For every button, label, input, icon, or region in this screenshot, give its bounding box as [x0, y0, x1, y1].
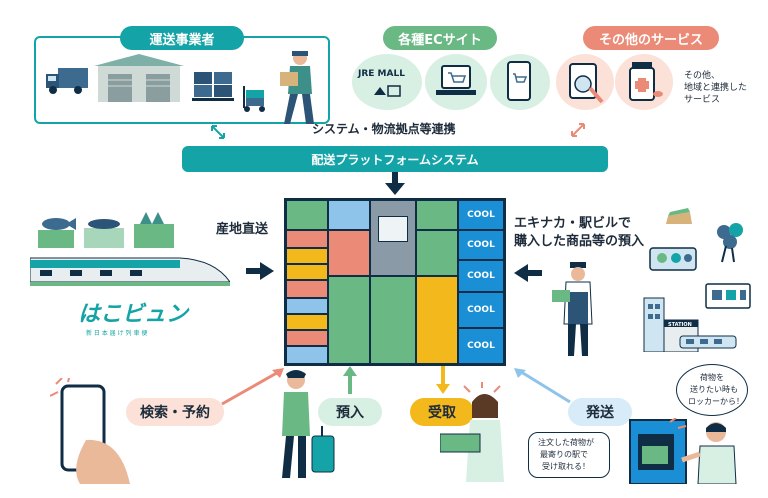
locker-cell[interactable] [286, 280, 328, 298]
shop-counter-icon [704, 282, 752, 314]
cool-cell[interactable]: COOL [458, 200, 504, 230]
locker-cell[interactable] [286, 200, 328, 230]
link-arrow-left-icon [210, 124, 226, 144]
locker-cell[interactable] [286, 346, 328, 364]
hakobyun-logo: はこビュン [78, 302, 189, 327]
cool-cell[interactable]: COOL [458, 328, 504, 364]
locker-cell[interactable] [286, 298, 328, 314]
receive-note-line1: 注文した荷物が [538, 438, 594, 447]
locker-cell[interactable] [328, 276, 370, 364]
left-arrow-icon [514, 264, 542, 286]
ec-sites-label: 各種ECサイト [383, 26, 497, 50]
right-arrow-icon [246, 262, 274, 284]
send-note-line2: 送りたい時も [690, 385, 738, 394]
cool-cell[interactable]: COOL [458, 260, 504, 292]
customer-label: お客さま [360, 467, 416, 483]
locker-cell[interactable] [416, 276, 458, 364]
locker-cell[interactable] [328, 200, 370, 230]
send-label[interactable]: 発送 [568, 398, 632, 426]
locker-cell[interactable] [286, 230, 328, 248]
fish-produce-icon [30, 206, 180, 256]
locker-cell[interactable] [286, 264, 328, 280]
ec-circle-jremall [352, 54, 422, 110]
direct-from-origin-label: 産地直送 [216, 222, 269, 237]
truck-icon [44, 66, 90, 96]
carriers-label: 運送事業者 [120, 26, 244, 50]
station-sign: STATION [668, 322, 692, 328]
other-services-note-2: 地域と連携した [684, 83, 748, 93]
phone-cart-icon [506, 60, 532, 106]
link-arrow-right-icon [570, 122, 586, 142]
locker-cell[interactable] [286, 248, 328, 264]
medicine-icon [626, 60, 664, 108]
station-label-line2: 購入した商品等の預入 [514, 234, 645, 249]
down-arrow-icon [385, 172, 405, 200]
other-services-note-3: サービス [684, 95, 721, 105]
delivery-worker-icon [276, 50, 320, 128]
receive-label[interactable]: 受取 [410, 398, 474, 426]
search-reserve-label[interactable]: 検索・予約 [126, 398, 224, 426]
smartphone-hand-icon [49, 373, 132, 484]
locker-cell[interactable] [328, 230, 370, 276]
shinkansen-icon [29, 252, 231, 288]
locker-cell[interactable] [286, 314, 328, 330]
warehouse-icon [94, 52, 184, 102]
linkage-label: システム・物流拠点等連携 [312, 122, 456, 136]
locker-cell[interactable] [370, 276, 416, 364]
station-label-line1: エキナカ・駅ビルで [514, 216, 632, 231]
train-small-icon [678, 334, 738, 356]
receive-note-line3: 受け取れる！ [542, 462, 590, 471]
other-services-label: その他のサービス [583, 26, 719, 50]
locker-cell[interactable] [416, 230, 458, 276]
touch-screen[interactable] [378, 216, 408, 242]
bento-icon [648, 242, 698, 278]
cool-cell[interactable]: COOL [458, 292, 504, 328]
receive-note-line2: 最寄りの駅で [540, 450, 588, 459]
deposit-arrow-icon [343, 366, 357, 398]
cake-icon [664, 204, 694, 232]
pallet-boxes-icon [192, 68, 234, 102]
receive-note-bubble [528, 432, 610, 478]
woman-receiving-icon [439, 380, 530, 482]
laptop-cart-icon [436, 64, 476, 102]
platform-bar: 配送プラットフォームシステム [182, 146, 608, 172]
traveler-icon [264, 370, 340, 480]
send-note-bubble [676, 364, 748, 416]
send-note-line1: 荷物を [700, 373, 724, 382]
clerk-icon [552, 262, 602, 358]
man-sending-icon [680, 418, 740, 485]
search-arrow-icon [218, 364, 288, 412]
flower-bouquet-icon [712, 220, 750, 268]
deposit-label[interactable]: 預入 [318, 398, 382, 426]
locker-cell[interactable] [286, 330, 328, 346]
hand-cart-icon [240, 86, 270, 112]
locker-door-icon [628, 417, 688, 485]
hakobyun-sub: 新 日 本 届 け 列 車 便 [86, 330, 148, 337]
receive-arrow-icon [436, 366, 450, 398]
send-arrow-icon [510, 364, 574, 408]
send-note-line3: ロッカーから！ [688, 397, 744, 406]
other-services-note-1: その他、 [684, 71, 721, 81]
cool-cell[interactable]: COOL [458, 230, 504, 260]
jre-mall-logo: JRE MALL [358, 69, 405, 79]
laundry-icon [566, 62, 604, 108]
book-icon [372, 82, 402, 101]
locker-cell[interactable] [416, 200, 458, 230]
